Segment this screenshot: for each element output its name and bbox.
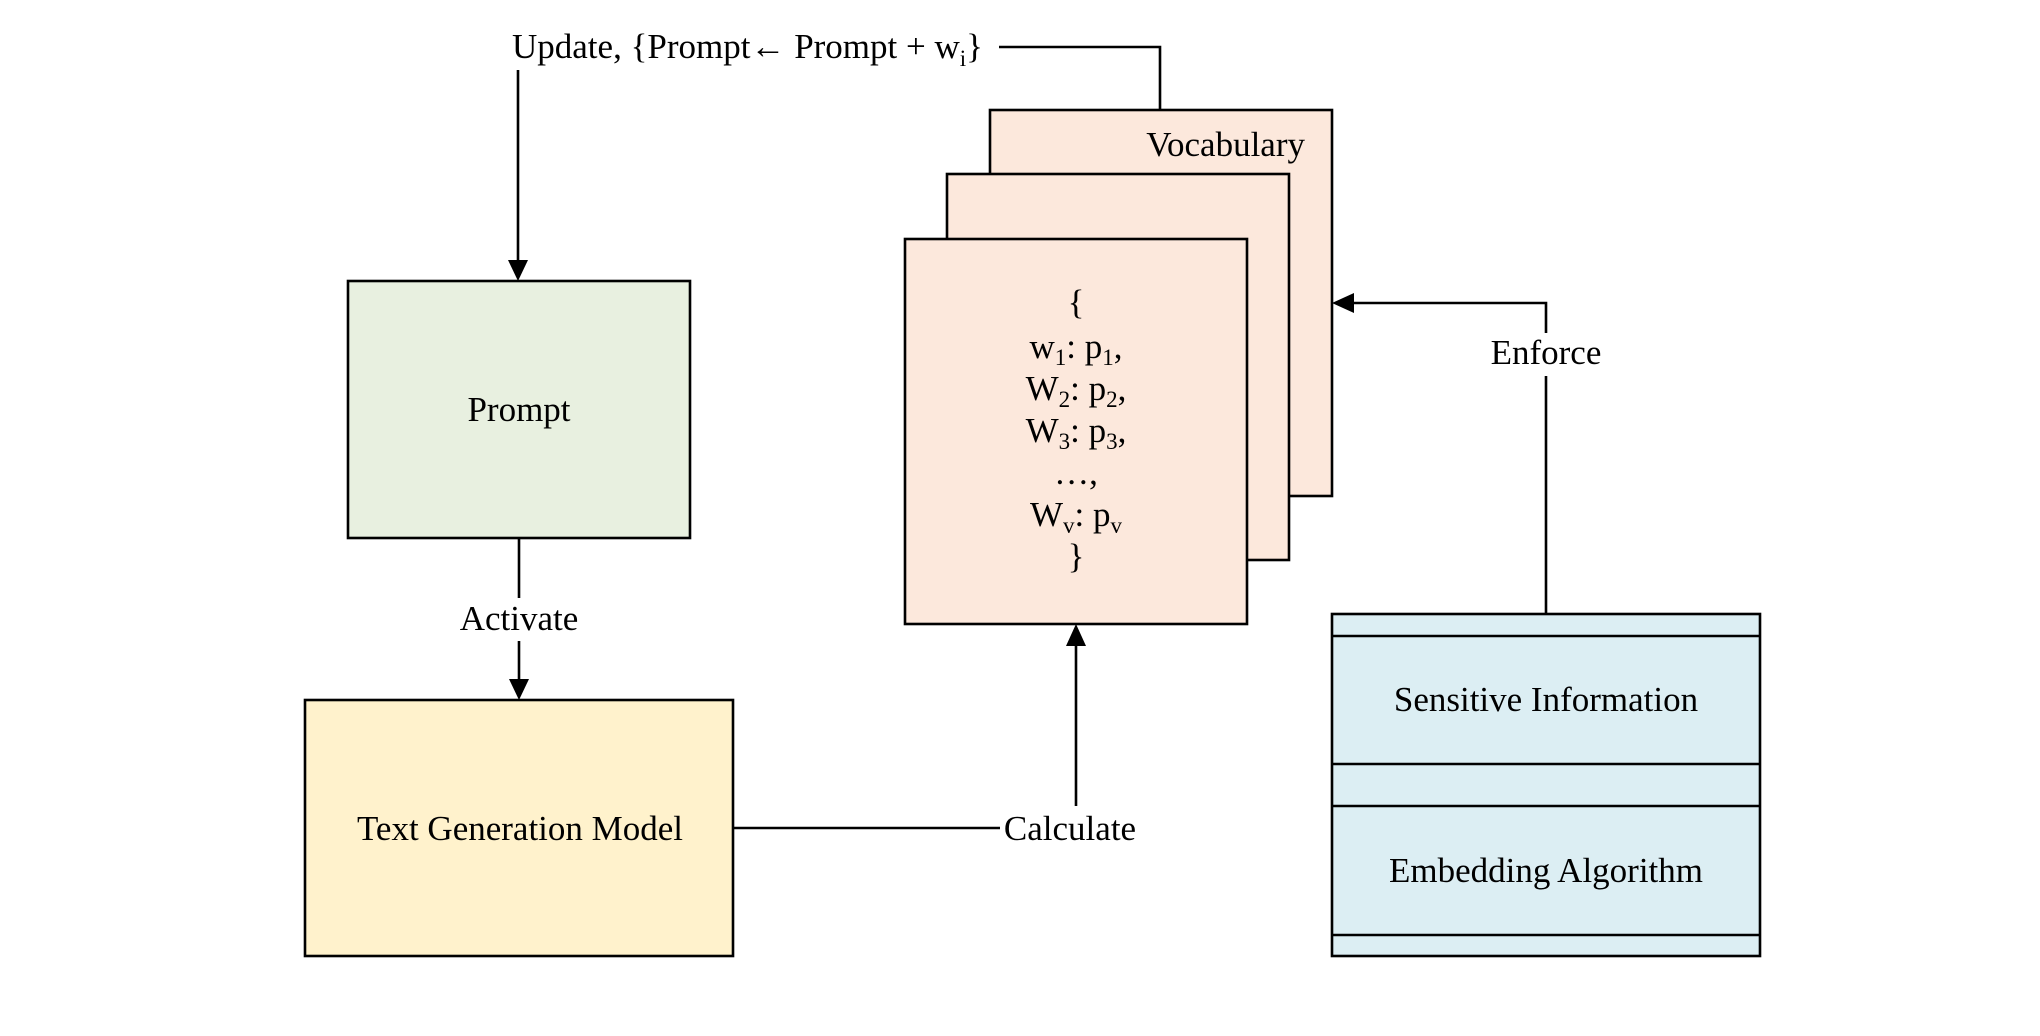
vocab-row-2-word-sub: 2: [1059, 387, 1071, 412]
vocab-row-1: w1: p1,: [1029, 327, 1122, 370]
sensitive-information-label: Sensitive Information: [1394, 680, 1698, 719]
enforce-label: Enforce: [1491, 333, 1602, 372]
prompt-box: [346, 279, 692, 540]
vocab-ellipsis: …,: [1054, 453, 1098, 492]
vocab-row-3-sep: : p: [1070, 411, 1106, 450]
update-label-subscript: i: [960, 46, 966, 71]
vocab-row-3-word: W: [1026, 411, 1059, 450]
vocab-row-2: W2: p2,: [1026, 369, 1127, 412]
vocab-close-brace: }: [1068, 537, 1085, 576]
vocab-row-3-prob-sub: 3: [1106, 429, 1118, 454]
vocab-row-4-prob-sub: v: [1111, 513, 1123, 538]
vocab-row-4-word: W: [1030, 495, 1063, 534]
vocabulary-title: Vocabulary: [1146, 125, 1305, 164]
vocab-row-1-word: w: [1029, 327, 1055, 366]
vocab-row-2-sep: : p: [1070, 369, 1106, 408]
calculate-arrowhead: [1066, 624, 1086, 646]
embedding-stack-box: [1330, 612, 1762, 958]
vocab-row-2-word: W: [1026, 369, 1059, 408]
vocabulary-front-page: [903, 237, 1249, 626]
vocab-row-1-prob-sub: 1: [1102, 345, 1114, 370]
update-arrowhead: [508, 260, 528, 281]
vocab-open-brace: {: [1068, 283, 1085, 322]
vocab-row-1-word-sub: 1: [1055, 345, 1067, 370]
vocab-row-4-sep: : p: [1075, 495, 1111, 534]
activate-label: Activate: [460, 599, 579, 638]
vocab-row-2-prob-sub: 2: [1106, 387, 1118, 412]
update-label: Update, {Prompt← Prompt + wi}: [512, 27, 983, 71]
vocab-row-1-tail: ,: [1114, 327, 1123, 366]
vocab-row-4: Wv: pv: [1030, 495, 1123, 538]
update-connector: [999, 45, 1162, 110]
calculate-label: Calculate: [1004, 809, 1136, 848]
activate-arrowhead: [509, 679, 529, 700]
update-label-text: Update, {Prompt← Prompt + w: [512, 27, 960, 66]
prompt-label: Prompt: [467, 390, 570, 429]
enforce-line-top: [1352, 301, 1548, 333]
text-generation-model-label: Text Generation Model: [357, 809, 683, 848]
update-label-close: }: [966, 27, 983, 66]
vocab-row-1-sep: : p: [1066, 327, 1102, 366]
vocab-row-4-word-sub: v: [1063, 513, 1075, 538]
embedding-algorithm-label: Embedding Algorithm: [1389, 851, 1703, 890]
vocab-row-2-tail: ,: [1118, 369, 1127, 408]
enforce-arrowhead: [1332, 293, 1354, 313]
vocab-row-3: W3: p3,: [1026, 411, 1127, 454]
vocab-row-3-word-sub: 3: [1059, 429, 1071, 454]
vocab-row-3-tail: ,: [1118, 411, 1127, 450]
